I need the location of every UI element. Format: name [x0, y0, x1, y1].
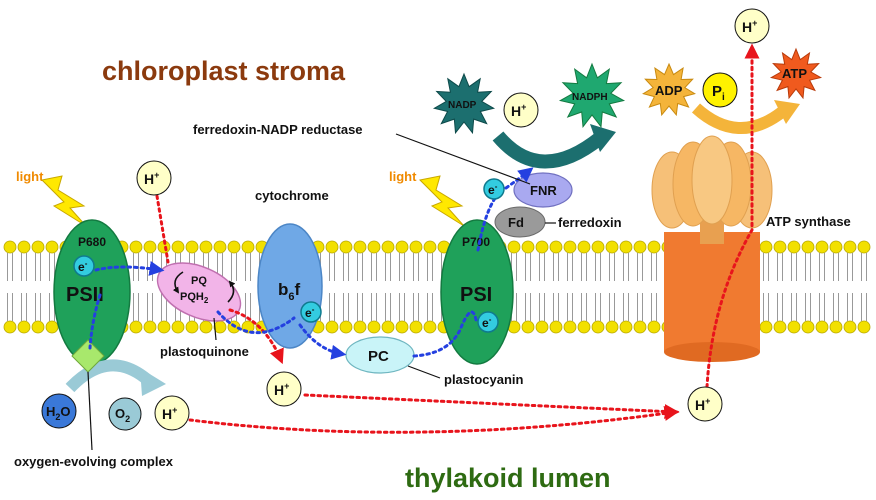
water-arrowhead	[140, 368, 166, 396]
nadp-burst	[432, 72, 496, 135]
phosphate-circle	[702, 72, 738, 108]
atp-synthase	[651, 135, 773, 362]
proton-lumen-pq: H+	[266, 371, 302, 407]
oxygen-molecule	[108, 397, 142, 431]
svg-text:H+: H+	[511, 102, 526, 119]
psi-label: PSI	[460, 284, 492, 306]
electron-path-b6f-pc	[298, 323, 347, 360]
plastocyanin-label: plastocyanin	[444, 372, 524, 387]
pq-label: PQ	[191, 275, 207, 287]
svg-text:H+: H+	[274, 381, 289, 398]
light-label-2: light	[389, 169, 417, 184]
adp-label: ADP	[655, 83, 683, 98]
lightning-icon-2	[418, 175, 465, 227]
electron-fd: e-	[483, 178, 505, 200]
nadph-label: NADPH	[572, 92, 608, 103]
psii-center: P680	[78, 235, 106, 249]
proton-path-pq-out	[228, 308, 284, 365]
water-oxidation-arrow	[65, 359, 155, 393]
nadp-arrowhead	[590, 124, 616, 152]
svg-text:H+: H+	[695, 396, 710, 413]
electron-path-fd-fnr	[504, 167, 534, 190]
electron-path-psii-pq	[94, 261, 165, 276]
pq-cycle-arrow-left	[172, 271, 184, 294]
water-label: H2O	[46, 404, 71, 422]
fd-label: Fd	[508, 215, 524, 230]
svg-text:H+: H+	[162, 405, 177, 422]
atp-arrowhead	[774, 100, 800, 124]
cytochrome-label: cytochrome	[255, 188, 329, 203]
water-molecule	[41, 393, 77, 429]
light-label-1: light	[16, 169, 44, 184]
proton-paths	[155, 43, 760, 434]
proton-path-lumen-1	[303, 393, 680, 420]
electron-psi: e-	[477, 311, 499, 333]
callout-lines	[87, 133, 556, 451]
b6f-label: b6f	[278, 280, 301, 303]
ferredoxin	[494, 206, 546, 238]
proton-stroma-top: H+	[734, 8, 770, 44]
lumen-title: thylakoid lumen	[405, 463, 611, 493]
atp-formation-arrow	[691, 103, 786, 135]
plastoquinone-label: plastoquinone	[160, 344, 249, 359]
electron-path-pc-psi	[412, 310, 478, 358]
svg-text:H+: H+	[144, 170, 159, 187]
electron-b6f: e-	[300, 301, 322, 323]
svg-text:e-: e-	[488, 182, 498, 197]
proton-path-synthase	[705, 43, 760, 389]
proton-path-pq-in	[155, 194, 170, 264]
psi-center: P700	[462, 235, 490, 249]
stroma-title: chloroplast stroma	[102, 56, 346, 86]
svg-text:e-: e-	[482, 315, 492, 330]
phosphate-label: Pi	[712, 83, 725, 103]
atp-label: ATP	[782, 66, 807, 81]
fnr-full-label: ferredoxin-NADP reductase	[193, 122, 363, 137]
proton-lumen-synthase: H+	[687, 386, 723, 422]
svg-text:e-: e-	[78, 259, 88, 274]
svg-text:H+: H+	[742, 18, 757, 35]
atp-synthase-label: ATP synthase	[766, 214, 851, 229]
nadph-burst	[558, 62, 626, 129]
lightning-icon-1	[40, 175, 87, 227]
electron-psii: e-	[73, 255, 95, 277]
pq-cycle-arrow-right	[227, 280, 236, 303]
psii-label: PSII	[66, 284, 104, 306]
oec-label: oxygen-evolving complex	[14, 454, 174, 469]
proton-path-lumen-2	[188, 406, 680, 434]
atp-burst	[769, 47, 823, 100]
proton-stroma-psii: H+	[136, 160, 172, 196]
cytochrome-b6f	[257, 223, 323, 349]
adp-burst	[642, 62, 696, 117]
electron-path-pq-b6f	[216, 310, 296, 334]
oxygen-label: O2	[115, 406, 130, 424]
ferredoxin-label: ferredoxin	[558, 215, 622, 230]
electron-path-psii-oec	[88, 293, 102, 350]
svg-text:e-: e-	[305, 305, 315, 320]
fnr-label: FNR	[530, 183, 557, 198]
nadp-reduction-arrow	[492, 131, 605, 169]
pqh2-label: PQH2	[180, 291, 209, 305]
proton-stroma-nadp: H+	[503, 92, 539, 128]
nadp-label: NADP	[448, 100, 477, 111]
pc-label: PC	[368, 348, 389, 365]
proton-lumen-water: H+	[154, 395, 190, 431]
